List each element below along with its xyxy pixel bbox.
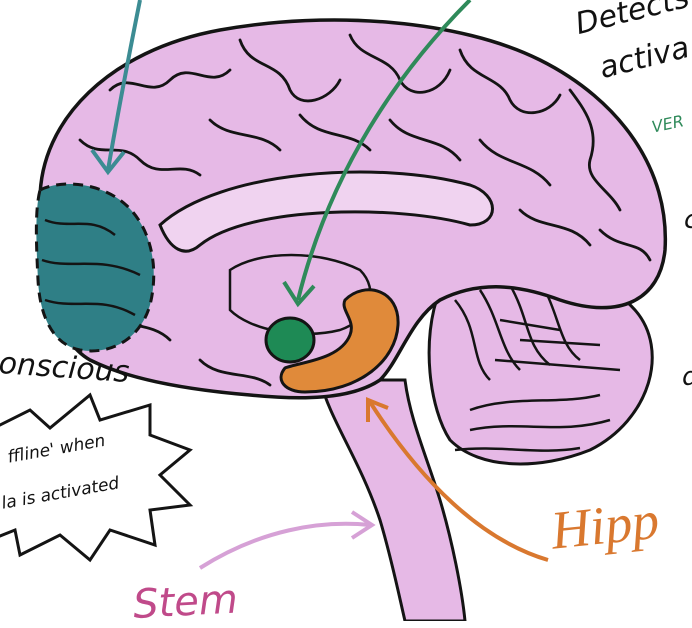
label-stem: Stem (132, 577, 239, 628)
label-right-c: c (684, 205, 692, 235)
label-hipp: Hipp (548, 489, 662, 562)
amygdala (266, 318, 314, 362)
arrow-brain-stem (200, 524, 370, 568)
label-right-d: d (682, 362, 692, 392)
